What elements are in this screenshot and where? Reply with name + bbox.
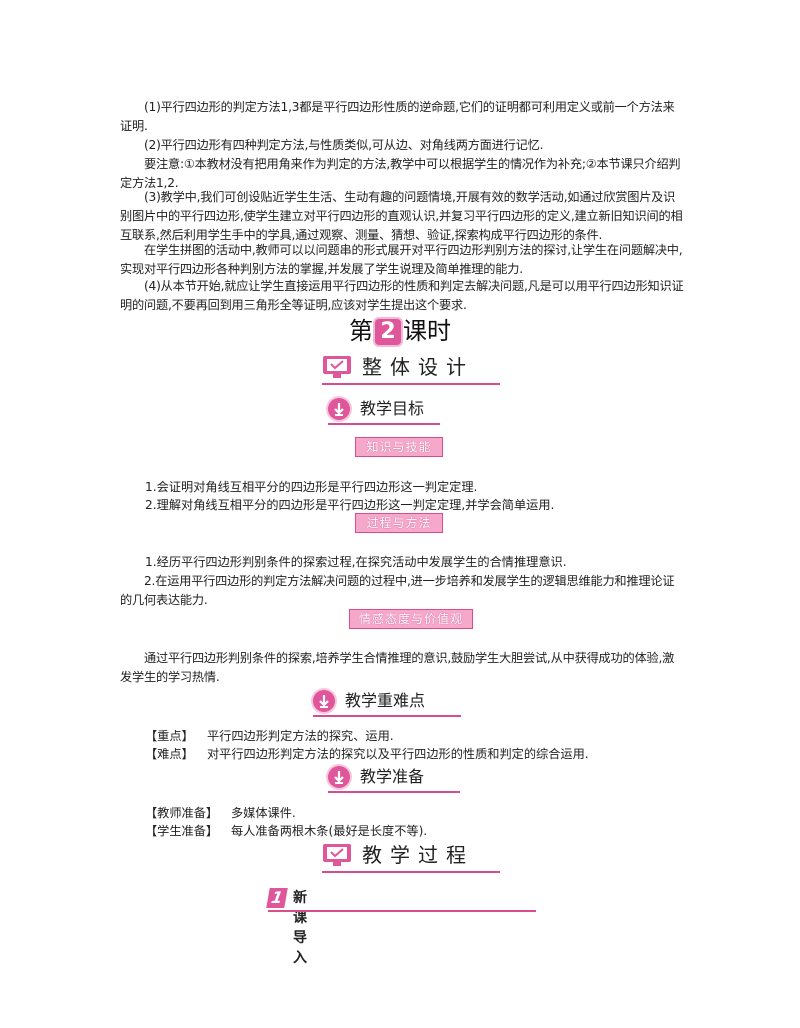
knowledge-item-1: 1.会证明对角线互相平分的四边形是平行四边形这一判定定理. bbox=[145, 480, 478, 494]
difficult-point-row: 【难点】对平行四边形判定方法的探究以及平行四边形的性质和判定的综合运用. bbox=[145, 745, 589, 763]
section-rule bbox=[322, 871, 500, 873]
intro-paragraph-3: 要注意:①本教材没有把用角来作为判定的方法,教学中可以根据学生的情况作为补充;②… bbox=[120, 157, 681, 190]
teacher-prep-label: 【教师准备】 bbox=[145, 806, 219, 820]
section-rule bbox=[328, 791, 460, 793]
intro-paragraph-5: 在学生拼图的活动中,教师可以以问题串的形式展开对平行四边形判别方法的探讨,让学生… bbox=[120, 243, 683, 276]
teacher-prep-row: 【教师准备】多媒体课件. bbox=[145, 804, 296, 822]
student-prep-row: 【学生准备】每人准备两根木条(最好是长度不等). bbox=[145, 822, 427, 840]
section-title: 教学过程 bbox=[362, 843, 474, 867]
step-number-badge: 1 bbox=[266, 888, 288, 908]
section-rule bbox=[322, 383, 500, 385]
tag-attitude-values: 情感态度与价值观 bbox=[349, 609, 473, 629]
key-value: 平行四边形判定方法的探究、运用. bbox=[207, 729, 394, 743]
process-item-2: 2.在运用平行四边形的判定方法解决问题的过程中,进一步培养和发展学生的逻辑思维能… bbox=[120, 574, 675, 607]
process-item-1: 1.经历平行四边形判别条件的探索过程,在探究活动中发展学生的合情推理意识. bbox=[145, 555, 567, 569]
intro-paragraph-2: (2)平行四边形有四种判定方法,与性质类似,可从边、对角线两方面进行记忆. bbox=[144, 138, 544, 152]
monitor-icon bbox=[323, 356, 351, 378]
section-rule bbox=[313, 715, 461, 717]
section-teaching-goals: 教学目标 bbox=[328, 398, 440, 425]
section-overall-design: 整体设计 bbox=[322, 355, 500, 385]
section-title: 教学重难点 bbox=[345, 691, 426, 710]
difficult-value: 对平行四边形判定方法的探究以及平行四边形的性质和判定的综合运用. bbox=[207, 747, 589, 761]
lesson-suffix: 课时 bbox=[403, 317, 451, 345]
student-prep-value: 每人准备两根木条(最好是长度不等). bbox=[231, 824, 428, 838]
intro-paragraph-1: (1)平行四边形的判定方法1,3都是平行四边形性质的逆命题,它们的证明都可利用定… bbox=[120, 100, 675, 133]
tag-process-method: 过程与方法 bbox=[355, 513, 443, 533]
down-arrow-icon bbox=[328, 398, 350, 420]
down-arrow-icon bbox=[313, 690, 335, 712]
lesson-prefix: 第 bbox=[349, 317, 373, 345]
step-label: 新课导入 bbox=[293, 890, 307, 966]
knowledge-item-2: 2.理解对角线互相平分的四边形是平行四边形这一判定定理,并学会简单运用. bbox=[145, 498, 555, 512]
section-key-points: 教学重难点 bbox=[313, 690, 461, 717]
down-arrow-icon bbox=[328, 766, 350, 788]
monitor-icon bbox=[323, 844, 351, 866]
key-point-row: 【重点】平行四边形判定方法的探究、运用. bbox=[145, 727, 394, 745]
step-rule bbox=[268, 910, 536, 912]
student-prep-label: 【学生准备】 bbox=[145, 824, 219, 838]
section-title: 教学准备 bbox=[360, 767, 425, 786]
lesson-number-badge: 2 bbox=[375, 319, 401, 345]
intro-paragraph-4: (3)教学中,我们可创设贴近学生生活、生动有趣的问题情境,开展有效的数学活动,如… bbox=[120, 190, 683, 242]
teacher-prep-value: 多媒体课件. bbox=[231, 806, 296, 820]
section-rule bbox=[328, 423, 440, 425]
section-title: 整体设计 bbox=[362, 355, 474, 379]
key-label: 【重点】 bbox=[145, 729, 194, 743]
attitude-text: 通过平行四边形判别条件的探索,培养学生合情推理的意识,鼓励学生大胆尝试,从中获得… bbox=[120, 651, 675, 684]
section-process: 教学过程 bbox=[322, 843, 500, 873]
tag-knowledge-skills: 知识与技能 bbox=[355, 437, 443, 457]
section-preparation: 教学准备 bbox=[328, 766, 460, 793]
section-title: 教学目标 bbox=[360, 399, 425, 418]
intro-paragraph-6: (4)从本节开始,就应让学生直接运用平行四边形的性质和判定去解决问题,凡是可以用… bbox=[120, 279, 684, 312]
difficult-label: 【难点】 bbox=[145, 747, 194, 761]
